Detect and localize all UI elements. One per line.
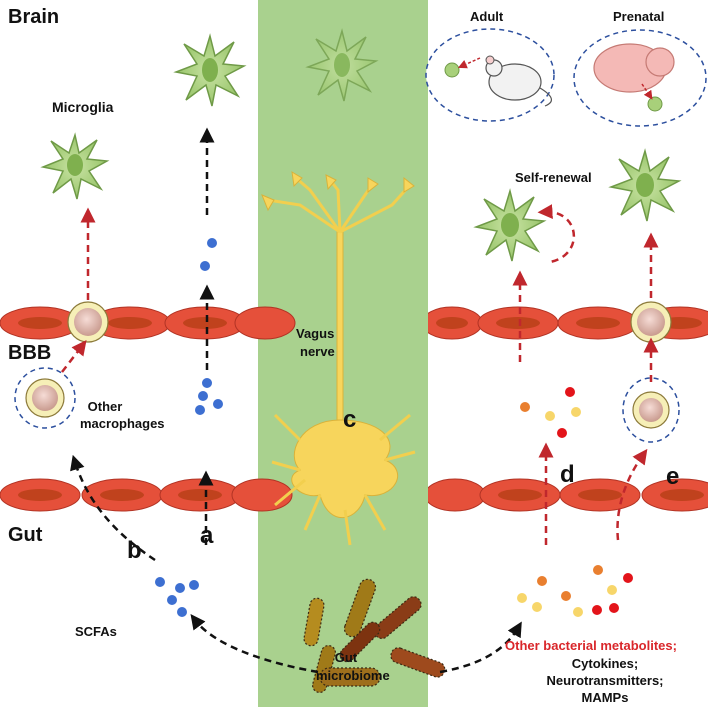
adult-label: Adult	[470, 9, 504, 24]
gut-microbiome-label-line2: microbiome	[316, 668, 390, 683]
gut-epithelial-layer	[0, 478, 708, 512]
bbb-label: BBB	[8, 342, 52, 364]
gut-microbiome-label-line1: Gut	[334, 650, 358, 665]
microglia-cell-self-renewal	[473, 188, 547, 262]
bbb-endothelial-layer	[0, 306, 708, 340]
macrophage-right	[622, 377, 680, 443]
macrophage-bbb-right	[630, 301, 672, 343]
other-macrophages-label-line2: macrophages	[80, 416, 165, 431]
neurotransmitters-label: Neurotransmitters;	[546, 673, 664, 688]
microglia-cell-top-a	[173, 33, 247, 107]
vagus-neuron	[261, 171, 416, 546]
vagus-nerve-label-line2: nerve	[300, 344, 335, 359]
metabolite-particles-upper	[520, 387, 581, 438]
gut-microbiome-bacteria	[303, 578, 446, 694]
pathway-letter-d: d	[560, 461, 575, 488]
scfa-particles	[155, 238, 223, 617]
adult-inset	[425, 28, 555, 122]
self-renewal-label: Self-renewal	[515, 170, 592, 185]
pathway-letter-c: c	[343, 406, 357, 433]
other-macrophages-label-line1: Other	[87, 399, 123, 414]
pathway-letter-e: e	[666, 463, 680, 490]
prenatal-inset	[573, 29, 707, 127]
microglia-cell-top-panel	[305, 28, 379, 102]
brain-label: Brain	[8, 6, 60, 28]
red-arrows	[61, 204, 659, 545]
mamps-label: MAMPs	[581, 690, 629, 705]
microglia-cell-left	[40, 132, 110, 200]
gut-label: Gut	[8, 524, 43, 546]
prenatal-label: Prenatal	[613, 9, 665, 24]
cytokines-label: Cytokines;	[571, 656, 639, 671]
vagus-nerve-label-line1: Vagus	[296, 326, 335, 341]
macrophage-left	[14, 367, 76, 429]
scfas-label: SCFAs	[75, 624, 117, 639]
macrophage-bbb-left	[67, 301, 109, 343]
microglia-label: Microglia	[52, 99, 114, 115]
metabolite-particles-lower	[517, 565, 633, 617]
pathway-letter-b: b	[127, 537, 142, 564]
microglia-cell-right	[608, 148, 682, 222]
other-bacterial-metabolites-label: Other bacterial metabolites;	[505, 638, 677, 653]
black-arrows	[70, 127, 522, 674]
pathway-letter-a: a	[200, 522, 214, 549]
